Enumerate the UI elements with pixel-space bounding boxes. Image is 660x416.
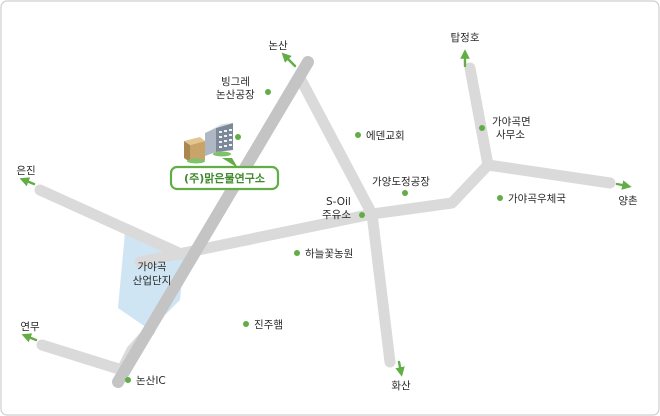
landmark-binggrae-line2: 논산공장 xyxy=(216,89,255,101)
landmark-nonsan-ic: 논산IC xyxy=(136,375,166,387)
nonsan-ic-dot-icon xyxy=(125,377,131,383)
arrow-yangchon-icon xyxy=(615,180,632,190)
direction-label-nonsan: 논산 xyxy=(268,40,288,52)
gayagok-post-dot-icon xyxy=(497,195,503,201)
company-name-label: (주)맑은물연구소 xyxy=(184,171,265,185)
road-eunjin xyxy=(34,184,196,264)
company-callout: (주)맑은물연구소 xyxy=(169,158,280,191)
landmark-gayagok-office-line1: 가야곡면 xyxy=(492,115,531,128)
landmark-gayang-winery: 가양도정공장 xyxy=(372,176,430,188)
road-yangchon xyxy=(134,159,616,268)
direction-label-yangchon: 양촌 xyxy=(618,195,638,207)
landmark-soil-line1: S-Oil xyxy=(326,196,351,208)
gayagok-office-dot-icon xyxy=(479,125,485,131)
arrow-eunjin-icon xyxy=(19,177,36,187)
building-icon xyxy=(184,123,233,164)
landmark-gayagok-office-line2: 사무소 xyxy=(496,129,525,141)
landmark-binggrae-line1: 빙그레 xyxy=(221,76,250,88)
landmark-gayagok-post: 가야곡우체국 xyxy=(508,192,566,205)
road-tapjeongho xyxy=(464,62,494,171)
highway xyxy=(112,56,314,388)
gayang-winery-dot-icon xyxy=(402,190,408,196)
direction-label-eunjin: 은진 xyxy=(16,165,35,177)
direction-arrows xyxy=(19,49,632,377)
soil-dot-icon xyxy=(359,212,365,218)
binggrae-dot-icon xyxy=(265,89,271,95)
company-dot-icon xyxy=(235,134,241,140)
road-network xyxy=(34,62,616,376)
road-nonsan-hwasan xyxy=(294,72,396,368)
sky-flower-farm-dot-icon xyxy=(294,250,300,256)
direction-label-hwasan: 화산 xyxy=(391,380,411,392)
arrow-nonsan-icon xyxy=(281,52,297,68)
direction-label-yeonmu: 연무 xyxy=(20,321,40,333)
industrial-zone-label-line2: 산업단지 xyxy=(133,274,172,287)
industrial-zone-label-line1: 가야곡 xyxy=(138,260,167,273)
landmark-soil-line2: 주유소 xyxy=(322,209,351,221)
landmark-jinjuhaem: 진주햄 xyxy=(254,319,283,331)
road-yeonmu xyxy=(36,339,128,376)
arrow-hwasan-icon xyxy=(395,360,405,377)
landmark-eden-church: 에덴교회 xyxy=(366,130,405,142)
eden-church-dot-icon xyxy=(355,132,361,138)
jinjuhaem-dot-icon xyxy=(243,321,249,327)
arrow-yeonmu-icon xyxy=(21,333,38,343)
landmark-dots xyxy=(125,89,503,383)
direction-label-tapjeongho: 탑정호 xyxy=(451,32,480,44)
landmark-sky-flower-farm: 하늘꽃농원 xyxy=(305,247,353,260)
